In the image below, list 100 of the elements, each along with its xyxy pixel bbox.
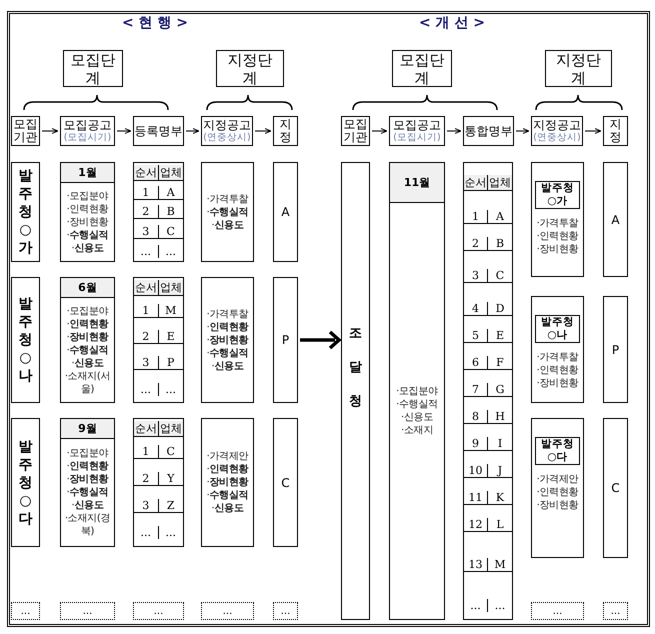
bullet-item: ·신용도 — [212, 360, 244, 372]
placeholder-box — [273, 602, 298, 620]
box-label: 지정단계 — [555, 50, 602, 86]
box-label: 지정단계 — [226, 50, 274, 86]
table-cell: ... — [134, 244, 158, 258]
criteria-box — [201, 277, 254, 403]
box-label: 발주청 ○다 — [540, 438, 575, 464]
box-label: A — [611, 212, 620, 226]
bullet-item: ·인력현황 — [66, 202, 108, 216]
roster-table — [133, 277, 184, 403]
table-cell: 2 — [464, 236, 488, 250]
table-cell: 순서 — [464, 175, 488, 191]
month-header: 9월 — [61, 419, 114, 439]
table-cell: B — [158, 205, 183, 220]
ellipsis-text: ... — [610, 606, 620, 616]
bullet-item: ·장비현황 — [66, 330, 108, 344]
bullet-item: ·인력현황 — [66, 460, 108, 473]
table-cell: 8 — [464, 410, 488, 424]
bullet-item: ·수행실적 — [206, 206, 248, 218]
table-cell: 3 — [134, 224, 158, 239]
arrow — [298, 330, 342, 350]
step-box — [463, 116, 514, 146]
agency-box — [11, 418, 40, 547]
step-box — [133, 116, 184, 146]
criteria-box — [531, 418, 584, 558]
step-note: (모집시기) — [393, 132, 441, 143]
bullet-item: ·장비현황 — [206, 334, 248, 346]
bullet-item: ·모집분야 — [66, 304, 108, 318]
table-cell: D — [488, 302, 512, 316]
table-cell: 순서 — [134, 165, 158, 181]
table-cell: 3 — [134, 356, 158, 370]
roster-table — [463, 162, 513, 620]
bullet-item: ·장비현황 — [536, 377, 578, 390]
bullet-item: ·인력현황 — [536, 230, 578, 243]
result-box — [273, 162, 298, 262]
bullet-item: ·신용도 — [72, 499, 104, 512]
box-label: 발주청 ○가 — [18, 167, 34, 257]
table-cell: 2 — [134, 330, 158, 344]
result-box — [273, 277, 298, 403]
agency-box — [535, 315, 580, 343]
table-cell: 2 — [134, 205, 158, 220]
notice-box — [60, 277, 115, 403]
bullet-item: ·수행실적 — [206, 489, 248, 502]
placeholder-box — [11, 602, 40, 620]
table-cell: 1 — [134, 445, 158, 460]
table-cell-text: ... — [164, 244, 177, 258]
step-box — [60, 116, 115, 146]
criteria-box — [201, 418, 254, 547]
bullet-item: ·수행실적 — [206, 346, 248, 360]
table-cell: H — [488, 410, 512, 424]
placeholder-box — [60, 602, 115, 620]
box-label: P — [282, 333, 290, 347]
result-box — [603, 162, 628, 277]
step-box — [603, 116, 628, 146]
month-header: 6월 — [61, 278, 114, 298]
table-cell: Z — [158, 498, 183, 513]
step-box — [201, 116, 253, 146]
table-cell: 5 — [464, 328, 488, 342]
bullet-item: ·가격투찰 — [536, 217, 578, 230]
box-label: C — [611, 481, 620, 495]
bullet-item: ·신용도 — [72, 356, 104, 370]
box-label: 발주청 ○가 — [540, 182, 575, 208]
bullet-item: ·소재지(경북) — [64, 512, 112, 538]
table-cell: 업체 — [158, 421, 183, 437]
box-label: 발주청 ○나 — [540, 316, 575, 342]
section-title: < 현 행 > — [122, 14, 188, 32]
agency-box — [11, 162, 40, 262]
roster-table — [133, 162, 184, 262]
placeholder-box — [133, 602, 184, 620]
table-cell: 3 — [134, 498, 158, 513]
table-cell: M — [158, 304, 183, 318]
bullet-item: ·인력현황 — [66, 318, 108, 330]
step-label: 지정공고 — [533, 119, 581, 132]
table-cell: Y — [158, 472, 183, 486]
section-title: < 개 선 > — [418, 14, 486, 32]
table-cell: J — [488, 464, 512, 478]
result-box — [273, 418, 298, 547]
table-cell: ... — [464, 598, 488, 612]
box-label: 발주청 ○나 — [18, 295, 34, 385]
step-box — [389, 116, 445, 146]
bullet-item: ·인력현황 — [536, 364, 578, 377]
bullet-item: ·장비현황 — [536, 499, 578, 512]
month-header: 11월 — [390, 163, 444, 203]
stage-box — [392, 50, 452, 87]
agency-box — [11, 277, 40, 403]
bullet-item: ·장비현황 — [66, 216, 108, 228]
table-cell: 10 — [464, 464, 488, 478]
box-label: 발주청 ○다 — [18, 438, 34, 528]
bullet-item: ·모집분야 — [66, 447, 108, 460]
arrow — [516, 128, 530, 134]
table-cell: G — [488, 382, 512, 396]
bullet-item: ·가격제안 — [206, 450, 248, 463]
agency-box — [535, 437, 580, 465]
bullet-item: ·가격투찰 — [536, 351, 578, 364]
box-label: P — [612, 342, 620, 356]
table-cell: E — [488, 328, 512, 342]
bullet-item: ·장비현황 — [536, 243, 578, 256]
bullet-item: ·신용도 — [71, 242, 104, 254]
bullet-item: ·가격투찰 — [206, 192, 248, 206]
bullet-item: ·신용도 — [212, 218, 244, 232]
